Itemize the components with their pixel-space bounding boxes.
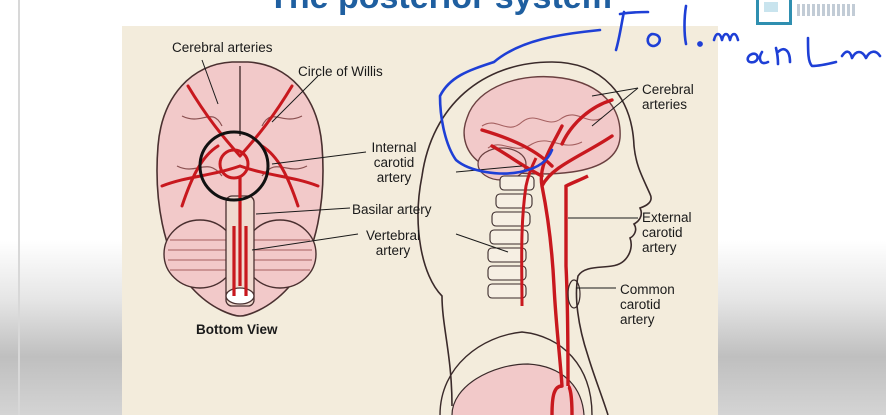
label-line: carotid — [642, 225, 683, 240]
logo-icon — [756, 0, 792, 25]
label-line: Internal — [371, 140, 417, 155]
label-line: arteries — [642, 97, 688, 112]
label-common-carotid-artery: Common carotid artery — [620, 282, 675, 327]
label-line: carotid — [620, 297, 661, 312]
ink-loop-stroke — [438, 28, 602, 175]
label-leader-lines — [201, 59, 639, 289]
label-circle-of-willis: Circle of Willis — [298, 64, 383, 79]
label-line: artery — [620, 312, 655, 327]
label-line: artery — [376, 170, 412, 185]
ink-word-magn — [746, 46, 792, 66]
ink-letter-o — [646, 32, 662, 48]
label-cerebral-arteries-left: Cerebral arteries — [172, 40, 273, 55]
label-internal-carotid-artery: Internal carotid artery — [360, 140, 428, 185]
label-line: Common — [620, 282, 675, 297]
label-line: Vertebral — [365, 228, 421, 243]
ink-letter-m — [712, 32, 740, 42]
label-external-carotid-artery: External carotid artery — [642, 210, 692, 255]
side-view-head — [417, 61, 652, 415]
label-bottom-view: Bottom View — [196, 322, 278, 337]
label-line: artery — [642, 240, 677, 255]
label-line: artery — [375, 243, 411, 258]
bottom-view-brain — [156, 61, 324, 317]
ink-letter-l — [683, 4, 688, 46]
label-basilar-artery: Basilar artery — [352, 202, 432, 217]
ink-word-lm — [806, 36, 882, 68]
label-vertebral-artery: Vertebral artery — [360, 228, 426, 258]
ink-letter-f — [614, 10, 650, 52]
label-line: External — [642, 210, 692, 225]
label-line: carotid — [373, 155, 415, 170]
ink-dot — [697, 41, 703, 47]
logo-wordmark — [797, 4, 857, 16]
slide-left-border — [18, 0, 20, 415]
anatomy-illustration — [156, 59, 652, 415]
slide-title: The posterior system — [200, 0, 680, 17]
label-line: Cerebral — [642, 82, 694, 97]
anatomy-figure: Cerebral arteries Circle of Willis Inter… — [122, 26, 718, 415]
label-cerebral-arteries-right: Cerebral arteries — [642, 82, 694, 112]
